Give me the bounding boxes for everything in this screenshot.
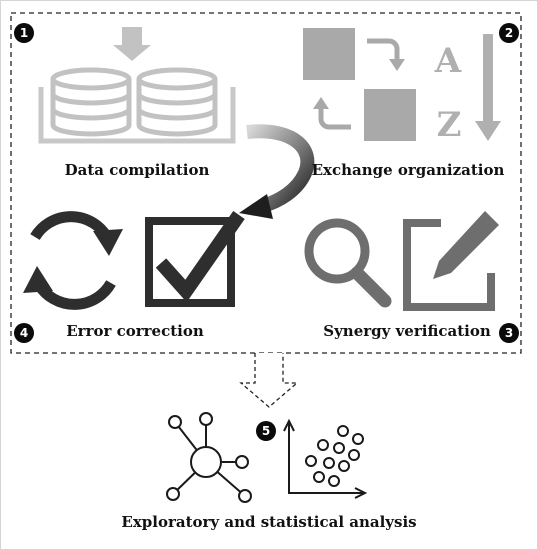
- step-2-label: Exchange organization: [311, 161, 505, 179]
- sort-az-icon: A Z: [434, 34, 501, 145]
- database-icon: [38, 27, 236, 144]
- step-5-label: Exploratory and statistical analysis: [121, 513, 417, 531]
- step-3-label: Synergy verification: [323, 322, 491, 340]
- step-4-label: Error correction: [66, 322, 204, 340]
- checkbox-checked-icon: [145, 210, 245, 307]
- dashed-frame: [10, 12, 522, 354]
- letter-z: Z: [437, 105, 462, 145]
- magnifier-icon: [304, 218, 392, 308]
- step-2-badge: 2: [499, 23, 519, 43]
- dashed-down-arrow: [239, 353, 299, 408]
- edit-pencil-icon: [403, 211, 499, 311]
- refresh-arrowhead-bottom: [23, 266, 53, 293]
- letter-a: A: [434, 41, 462, 81]
- refresh-icon: [30, 211, 116, 310]
- exchange-squares-icon: [303, 28, 416, 141]
- network-icon: [166, 412, 252, 503]
- step-1-label: Data compilation: [64, 161, 210, 179]
- curved-flow-arrow: [239, 124, 315, 219]
- scatter-plot-icon: [283, 418, 368, 499]
- step-4-badge: 4: [14, 323, 34, 343]
- refresh-arrowhead-top: [93, 229, 123, 256]
- step-1-badge: 1: [14, 23, 34, 43]
- step-3-badge: 3: [499, 323, 519, 343]
- step-5-badge: 5: [256, 421, 276, 441]
